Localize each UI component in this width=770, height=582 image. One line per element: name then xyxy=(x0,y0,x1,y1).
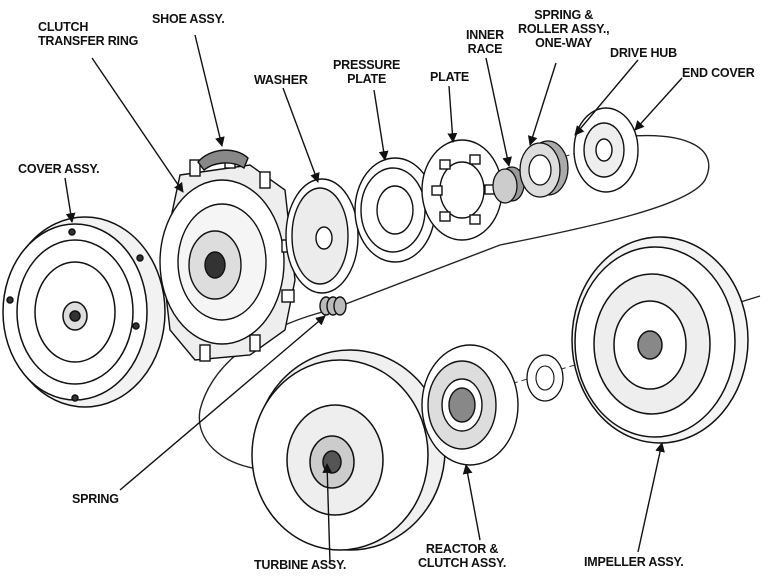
label-pressure-plate: PRESSURE PLATE xyxy=(333,58,401,86)
clutch-transfer-ring-part xyxy=(159,151,296,362)
label-spring: SPRING xyxy=(72,492,119,506)
label-turbine-assy: TURBINE ASSY. xyxy=(254,558,347,572)
label-end-cover: END COVER xyxy=(682,66,755,80)
label-shoe-assy: SHOE ASSY. xyxy=(152,12,225,26)
end-cover-part xyxy=(573,107,639,193)
label-plate: PLATE xyxy=(430,70,470,84)
label-cover-assy: COVER ASSY. xyxy=(18,162,100,176)
label-clutch-transfer-ring: CLUTCH TRANSFER RING xyxy=(38,20,139,48)
pressure-plate-part xyxy=(354,157,436,263)
plate-part xyxy=(421,139,503,241)
label-reactor-clutch-assy: REACTOR & CLUTCH ASSY. xyxy=(418,542,507,570)
label-washer: WASHER xyxy=(254,73,308,87)
impeller-assy-part xyxy=(571,236,749,444)
spring-part xyxy=(319,296,347,316)
reactor-clutch-assy-part xyxy=(421,344,519,466)
turbine-assy-part xyxy=(251,349,446,551)
spring-roller-assy-part xyxy=(519,140,569,198)
leader-lines xyxy=(64,34,683,564)
label-spring-roller-assy: SPRING & ROLLER ASSY., ONE-WAY xyxy=(518,8,610,50)
label-impeller-assy: IMPELLER ASSY. xyxy=(584,555,684,569)
inner-race-part xyxy=(492,166,525,204)
label-drive-hub: DRIVE HUB xyxy=(610,46,677,60)
cover-assy-part xyxy=(2,216,166,408)
label-inner-race: INNER RACE xyxy=(466,28,504,56)
washer-part xyxy=(285,178,359,294)
shoe-assy-part xyxy=(197,149,249,171)
